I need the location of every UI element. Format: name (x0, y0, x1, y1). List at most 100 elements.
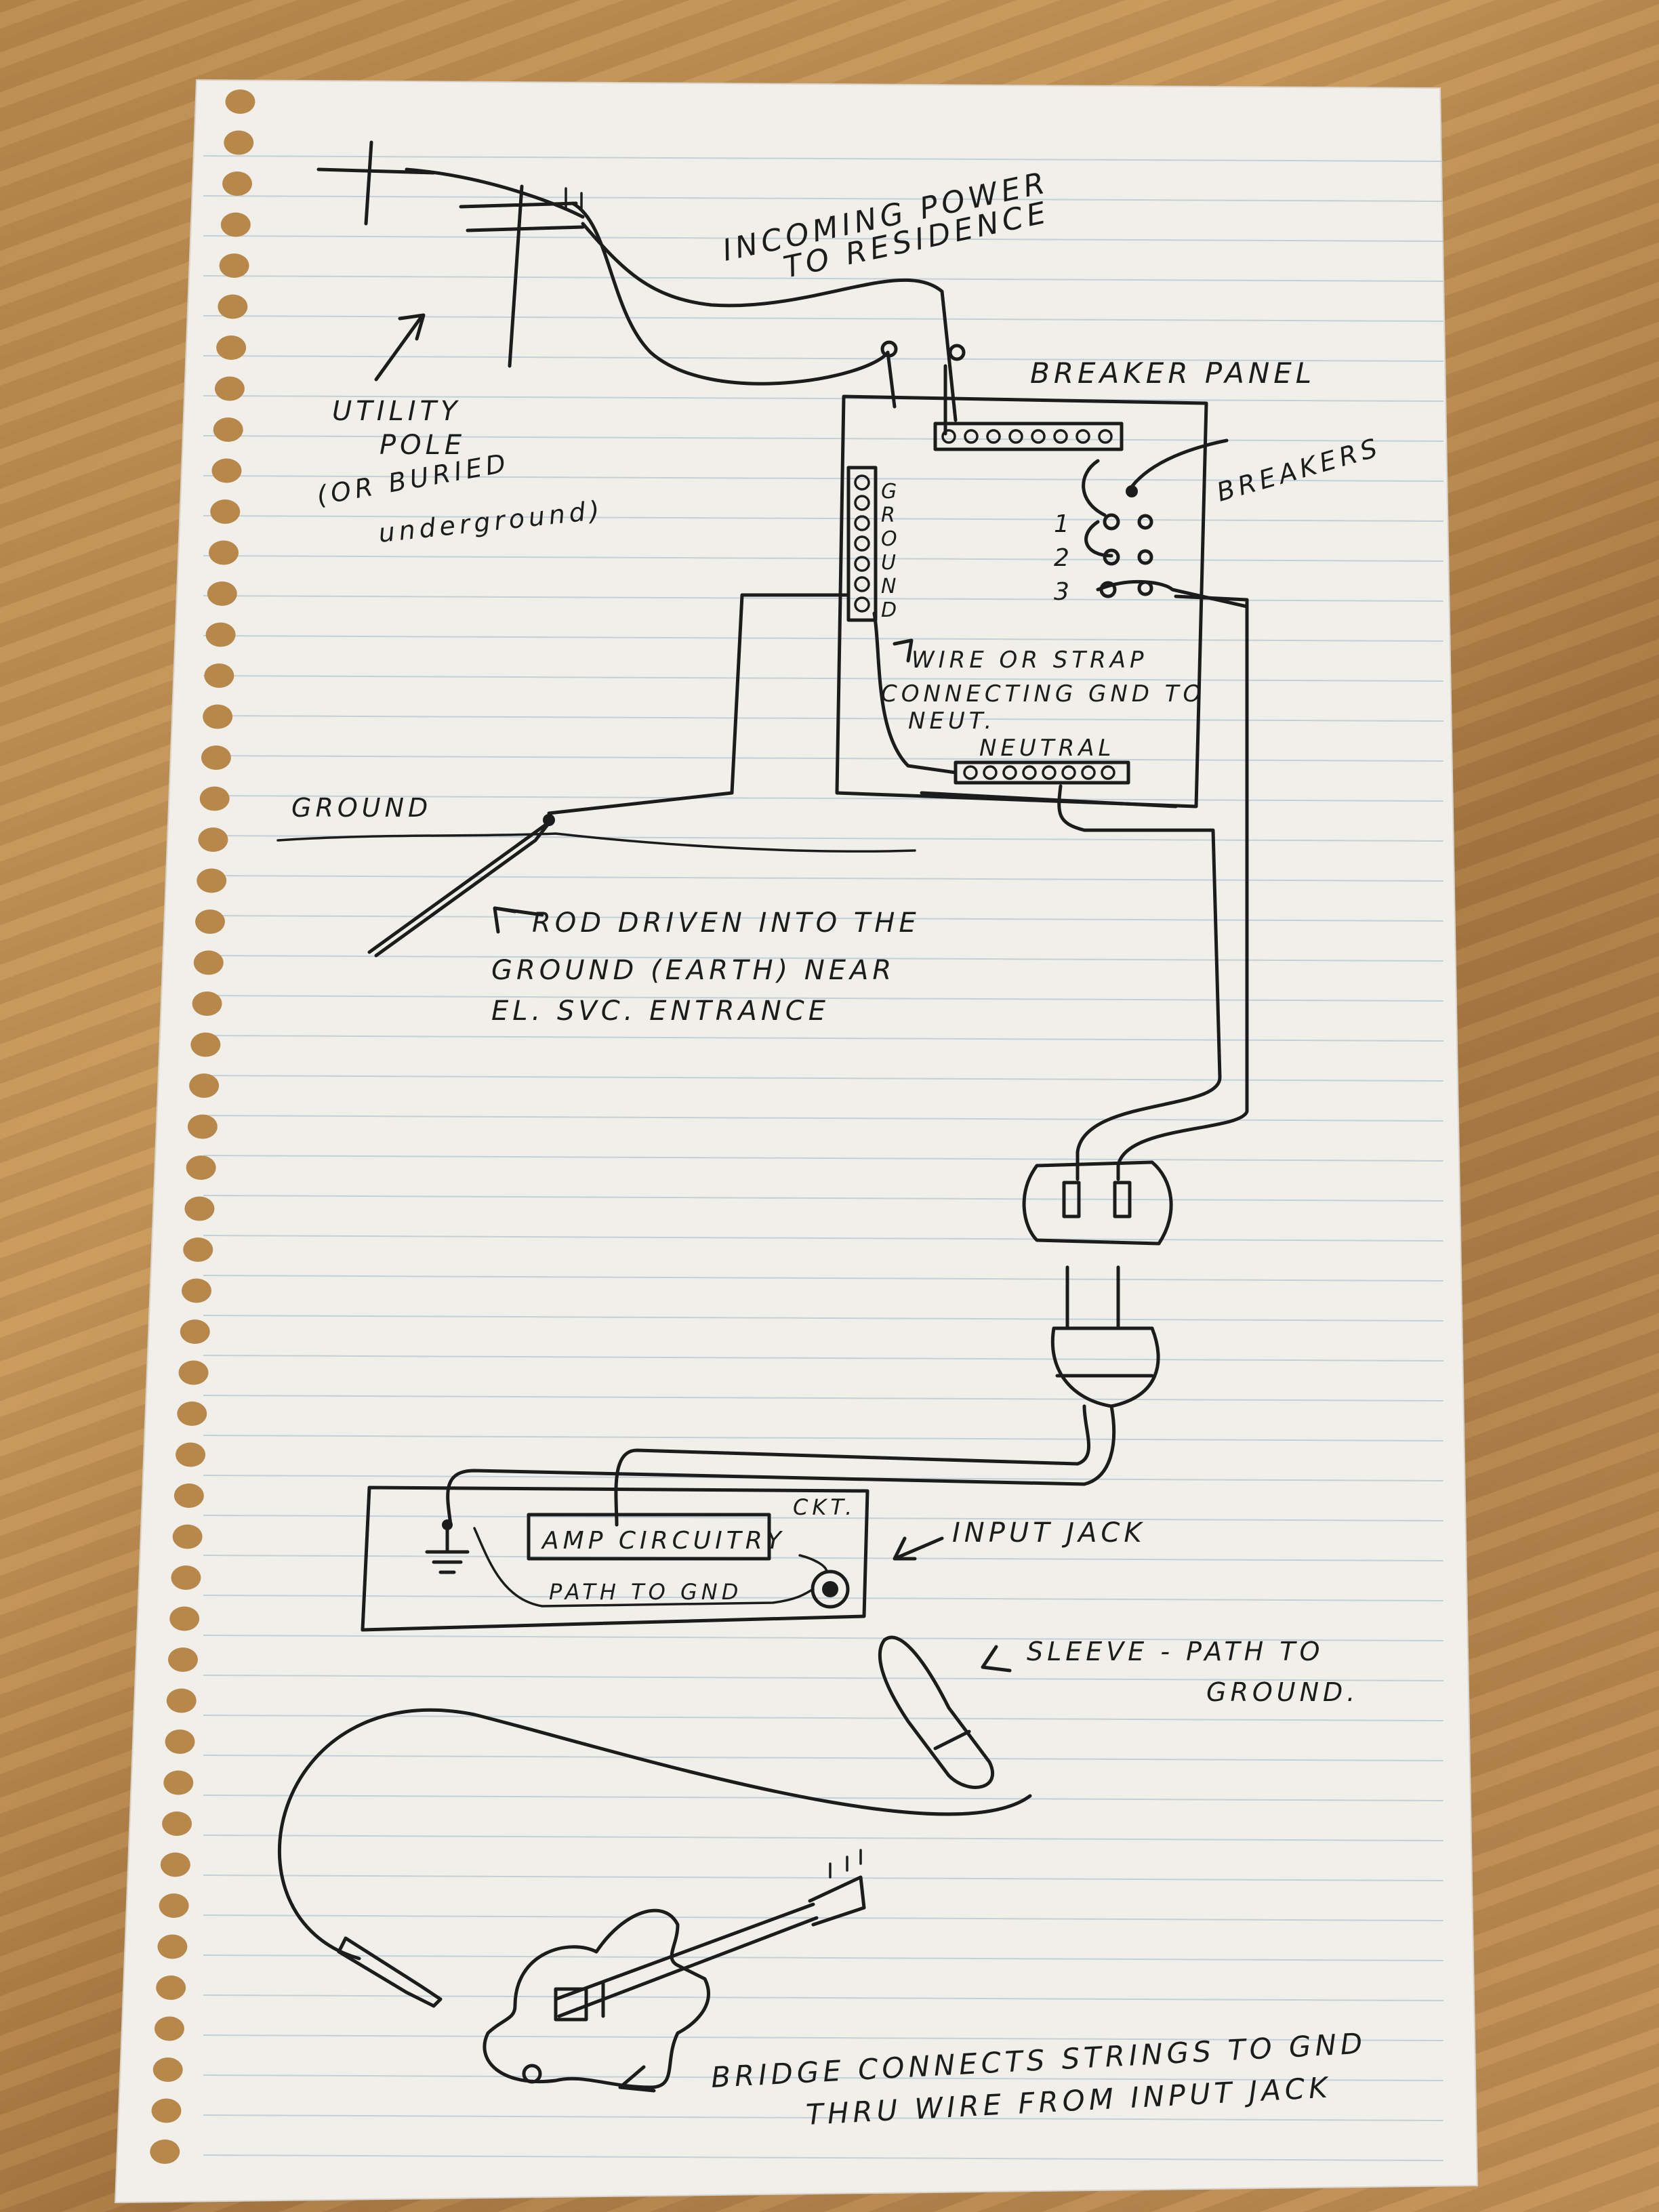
spiral-hole (220, 212, 251, 237)
spiral-hole (186, 1155, 216, 1180)
spiral-hole (183, 1237, 213, 1262)
spiral-hole (169, 1606, 200, 1631)
spiral-hole (181, 1278, 211, 1303)
label-ckt: CKT. (793, 1494, 856, 1520)
spiral-hole (176, 1442, 206, 1467)
spiral-hole (214, 376, 245, 401)
bus-terminal (1053, 429, 1068, 444)
spiral-hole (172, 1524, 203, 1549)
label-wire-strap-3: NEUT. (908, 708, 996, 735)
ruled-line (203, 875, 1444, 882)
ruled-line (203, 155, 1444, 162)
label-neutral: NEUTRAL (979, 735, 1115, 762)
ruled-line (203, 995, 1444, 1002)
ruled-line (203, 1954, 1444, 1961)
ground-bar-letter: O (881, 527, 901, 551)
ruled-line (203, 1715, 1444, 1721)
ruled-line (203, 1195, 1444, 1202)
ruled-line (203, 1795, 1444, 1801)
spiral-hole (184, 1196, 215, 1221)
ruled-line (203, 1515, 1444, 1521)
bus-bar-terminals (941, 429, 1113, 444)
label-breaker-panel: BREAKER PANEL (1030, 356, 1315, 390)
bus-terminal (986, 429, 1001, 444)
ground-bar-letter: U (881, 551, 900, 575)
ruled-line (203, 555, 1444, 562)
ruled-line (203, 1755, 1444, 1761)
ruled-line (203, 1835, 1444, 1841)
spiral-hole (190, 1032, 221, 1057)
spiral-hole (211, 458, 242, 483)
outlet-drawing (1022, 1160, 1173, 1246)
ruled-line (203, 635, 1444, 642)
ground-terminal (854, 515, 870, 531)
ruled-line (203, 1395, 1444, 1401)
ruled-line (203, 355, 1444, 362)
breaker-number: 2 (1054, 544, 1073, 572)
ruled-line (203, 1914, 1444, 1921)
spiral-hole (225, 89, 255, 114)
ruled-line (203, 2074, 1444, 2081)
ground-rod-drawing (276, 814, 916, 958)
ruled-line (203, 2034, 1444, 2041)
label-sleeve-2: GROUND. (1206, 1677, 1359, 1707)
bus-terminal (1076, 429, 1090, 444)
spiral-hole (156, 1975, 186, 2000)
spiral-hole (216, 335, 247, 360)
ruled-line (203, 515, 1444, 522)
ruled-line (203, 1595, 1444, 1601)
ruled-line (203, 715, 1444, 722)
spiral-hole (177, 1401, 207, 1426)
spiral-hole (203, 704, 233, 729)
ruled-line (203, 1275, 1444, 1282)
ground-bar-letter: G (881, 480, 901, 504)
spiral-hole (166, 1688, 197, 1713)
ruled-line (203, 1315, 1444, 1322)
spiral-hole (219, 253, 249, 278)
ground-bar-letter: N (881, 575, 900, 598)
spiral-hole (222, 171, 253, 196)
spiral-hole (165, 1729, 195, 1754)
ruled-line (203, 1994, 1444, 2001)
cable-and-guitar-drawing (278, 1635, 1032, 2093)
ground-terminal (854, 576, 870, 592)
neutral-terminal (1042, 765, 1057, 780)
label-wire-strap-1: WIRE OR STRAP (912, 647, 1148, 674)
spiral-hole (207, 581, 237, 606)
spiral-hole (189, 1073, 220, 1098)
ruled-line (203, 1635, 1444, 1641)
ground-bar-letter: R (881, 504, 899, 527)
spiral-hole (187, 1114, 218, 1139)
breakers-symbols (1082, 438, 1249, 609)
spiral-hole (159, 1893, 189, 1918)
spiral-hole (192, 991, 222, 1016)
spiral-hole (205, 622, 236, 647)
label-ground: GROUND (291, 793, 432, 823)
spiral-hole (154, 2016, 184, 2041)
spiral-hole (171, 1565, 201, 1590)
label-rod-1: ROD DRIVEN INTO THE (532, 907, 920, 939)
neutral-bar-terminals (963, 765, 1115, 780)
label-sleeve-1: SLEEVE - PATH TO (1027, 1637, 1324, 1666)
ruled-line (203, 235, 1444, 242)
spiral-hole (197, 868, 227, 893)
ground-terminal (854, 474, 870, 491)
spiral-hole (160, 1852, 190, 1877)
ruled-line (203, 675, 1444, 682)
spiral-holes (150, 89, 255, 2164)
label-amp-circuitry: AMP CIRCUITRY (541, 1527, 785, 1555)
ruled-line (203, 1235, 1444, 1242)
spiral-hole (198, 827, 228, 852)
ruled-line (203, 915, 1444, 922)
ruled-line (203, 475, 1444, 482)
neutral-terminal (1101, 765, 1115, 780)
neutral-terminal (963, 765, 978, 780)
ruled-line (203, 955, 1444, 962)
label-utility-line-2: POLE (380, 430, 466, 461)
ruled-line (203, 195, 1444, 202)
neutral-terminal (1061, 765, 1076, 780)
bus-terminal (1098, 429, 1113, 444)
ground-terminal (854, 596, 870, 613)
spiral-hole (199, 786, 230, 811)
